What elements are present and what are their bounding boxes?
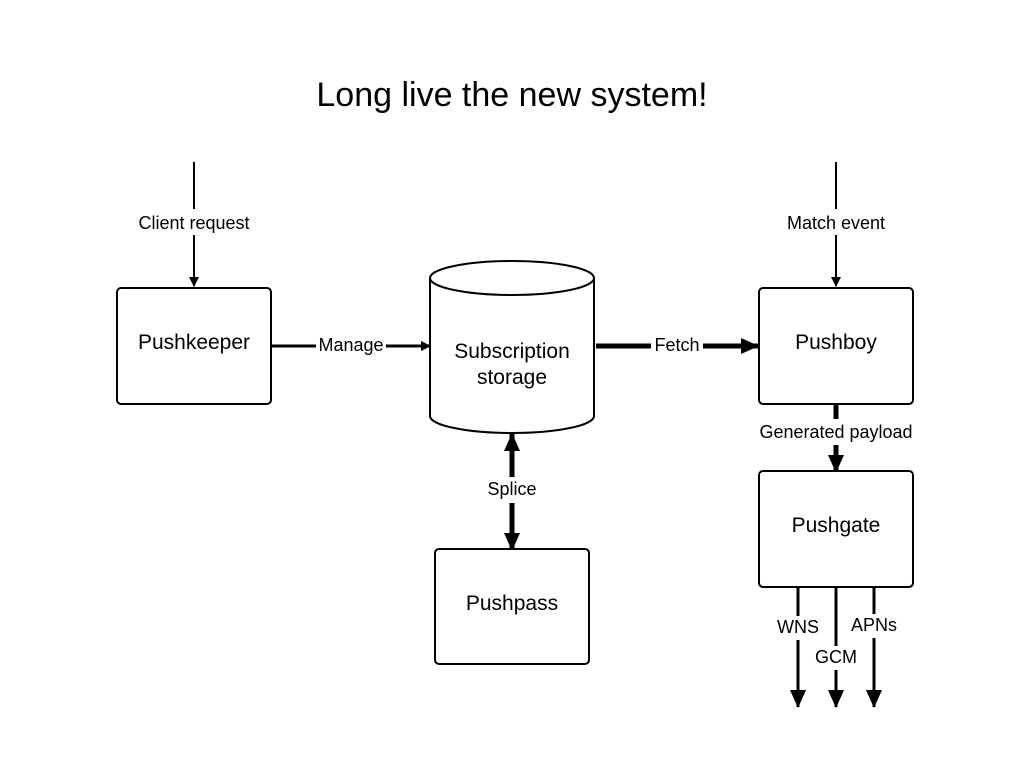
- storage-label-line2: storage: [477, 366, 547, 389]
- manage-label-bg: [316, 333, 386, 357]
- apns-label: APNs: [851, 615, 897, 635]
- storage-body: [429, 278, 595, 434]
- storage-top: [429, 260, 595, 296]
- pushgate-label: Pushgate: [792, 514, 881, 537]
- generated-payload-label-bg: [750, 419, 922, 445]
- match-event-label-bg: [780, 209, 892, 235]
- fetch-label: Fetch: [654, 335, 699, 355]
- storage-label-line1: Subscription: [454, 340, 570, 363]
- pushpass-label: Pushpass: [466, 592, 558, 615]
- client-request-label: Client request: [138, 213, 249, 233]
- generated-payload-label: Generated payload: [759, 422, 912, 442]
- splice-label-bg: [481, 477, 543, 503]
- match-event-label: Match event: [787, 213, 885, 233]
- fetch-label-bg: [651, 333, 703, 357]
- wns-label: WNS: [777, 617, 819, 637]
- client-request-label-bg: [130, 209, 258, 235]
- diagram-title: Long live the new system!: [316, 76, 707, 114]
- pushkeeper-node: [116, 287, 272, 405]
- pushkeeper-label: Pushkeeper: [138, 331, 250, 354]
- gcm-label: GCM: [815, 647, 857, 667]
- pushgate-node: [758, 470, 914, 588]
- splice-label: Splice: [487, 479, 536, 499]
- apns-label-bg: [846, 614, 902, 638]
- pushboy-node: [758, 287, 914, 405]
- pushboy-label: Pushboy: [795, 331, 877, 354]
- subscription-storage-node: [429, 260, 595, 434]
- wns-label-bg: [774, 616, 822, 640]
- manage-label: Manage: [318, 335, 383, 355]
- gcm-label-bg: [812, 646, 862, 670]
- pushpass-node: [434, 548, 590, 665]
